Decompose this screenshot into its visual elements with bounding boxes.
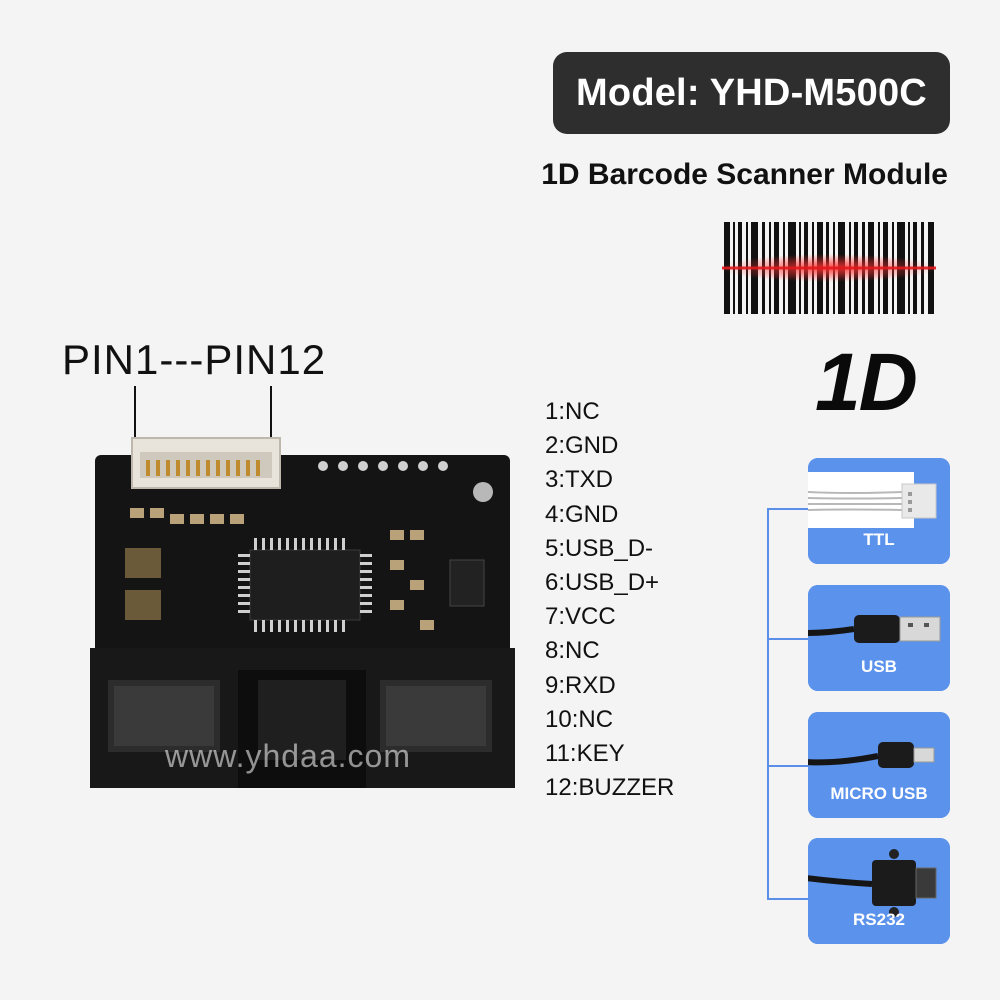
interface-label: TTL (863, 530, 895, 549)
rs232-cable-icon (808, 838, 950, 944)
interface-bracket-vertical (767, 508, 769, 900)
model-badge: Model: YHD-M500C (553, 52, 950, 134)
pin-item: 9:RXD (545, 671, 616, 699)
interface-bracket-tick (767, 508, 808, 510)
interface-card-ttl: TTL (808, 458, 950, 564)
pin-list: 1:NC 2:GND 3:TXD 4:GND 5:USB_D- 6:USB_D+… (545, 395, 674, 805)
scanner-module-image (90, 437, 515, 788)
pin12-leader-line (270, 386, 272, 438)
pin-item: 1:NC (545, 398, 600, 425)
interface-card-rs232: RS232 (808, 838, 950, 944)
interface-label: MICRO USB (830, 784, 928, 803)
pin1-leader-line (134, 386, 136, 438)
product-subtitle: 1D Barcode Scanner Module (541, 158, 948, 191)
ttl-cable-icon (808, 458, 950, 564)
interface-label: USB (861, 657, 897, 676)
pin-item: 7:VCC (545, 603, 616, 631)
pin-item: 10:NC (545, 705, 614, 733)
pin-item: 2:GND (545, 432, 619, 460)
pin-item: 11:KEY (545, 739, 625, 767)
pin-item: 12:BUZZER (545, 774, 675, 802)
interface-card-micro-usb: MICRO USB (808, 712, 950, 818)
micro-usb-cable-icon (808, 712, 950, 818)
pin-item: 6:USB_D+ (545, 568, 660, 596)
pin-item: 5:USB_D- (545, 534, 654, 562)
barcode-icon (722, 222, 936, 314)
watermark: www.yhdaa.com (165, 738, 411, 774)
interface-card-usb: USB (808, 585, 950, 691)
interface-label: RS232 (853, 910, 905, 929)
pin-range-label: PIN1---PIN12 (62, 336, 327, 383)
pin-item: 4:GND (545, 500, 619, 528)
interface-bracket-tick (767, 638, 808, 640)
usb-cable-icon (808, 585, 950, 691)
one-d-badge: 1D (815, 337, 918, 428)
pin-item: 8:NC (545, 637, 600, 665)
interface-bracket-tick (767, 765, 808, 767)
pin-item: 3:TXD (545, 466, 614, 494)
interface-bracket-tick (767, 898, 808, 900)
